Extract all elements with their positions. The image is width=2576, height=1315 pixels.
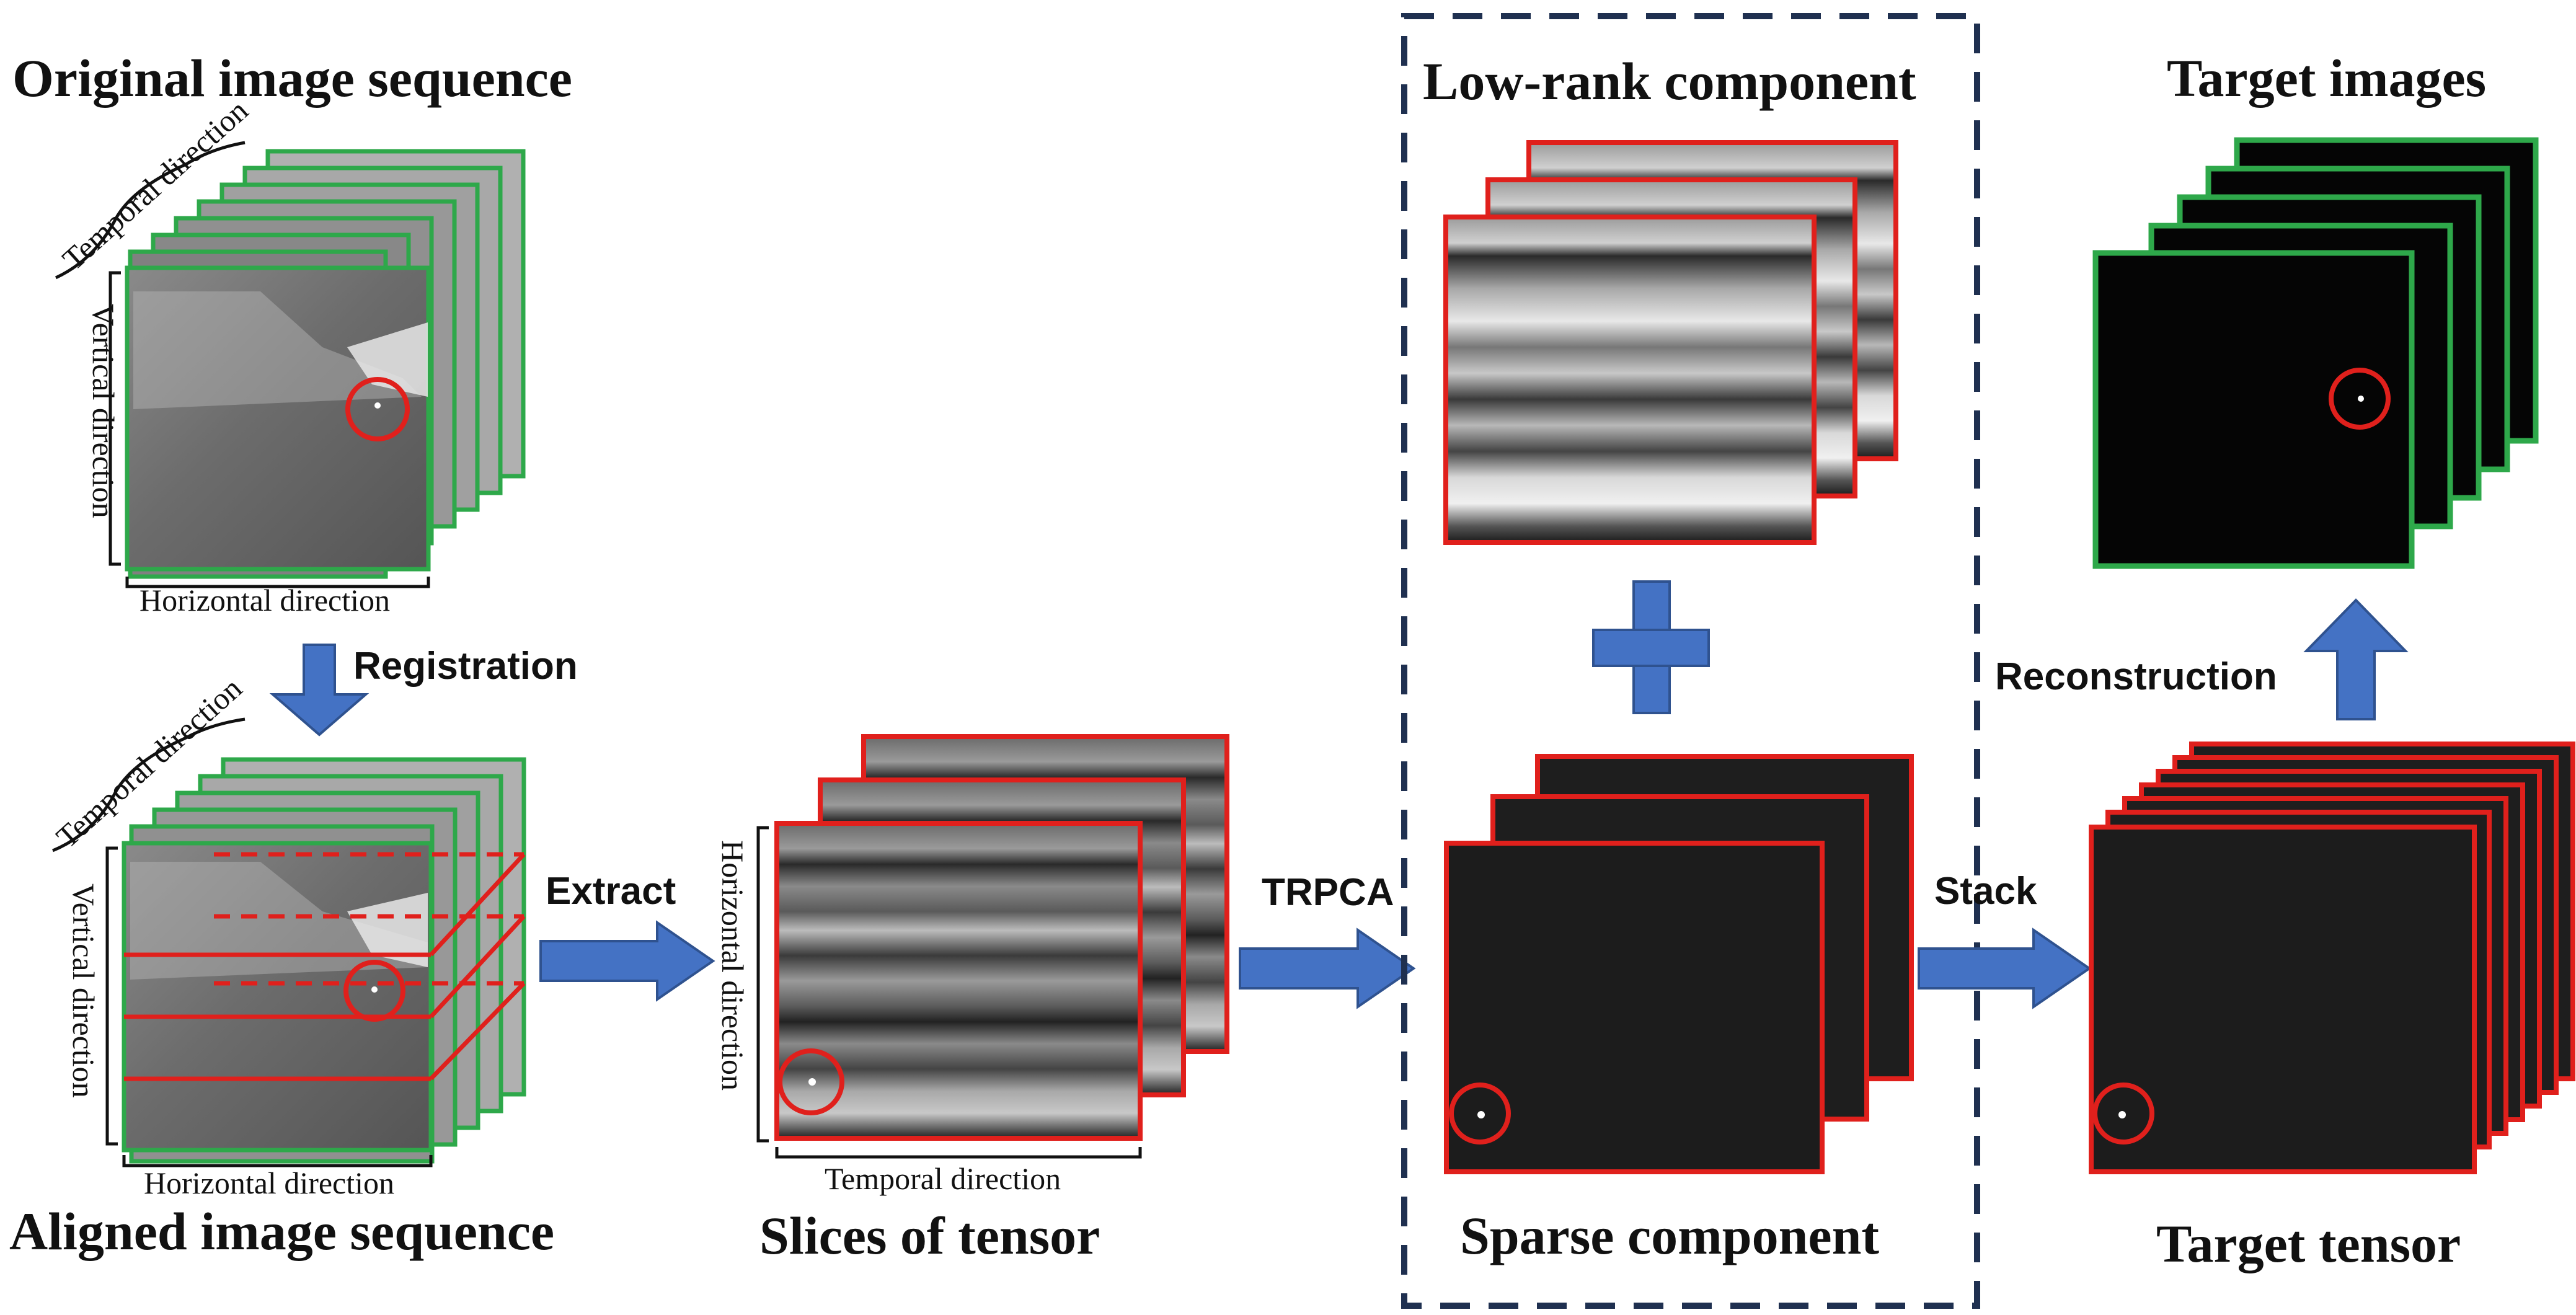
horizontal-axis-label: Horizontal direction <box>715 840 750 1091</box>
vertical-axis-label: Vertical direction <box>86 304 121 518</box>
vertical-axis-label: Vertical direction <box>66 883 101 1098</box>
decomposition-box <box>1401 13 1980 1309</box>
extract-arrow <box>539 920 715 1002</box>
low-rank-title: Low-rank component <box>1423 51 1916 111</box>
trpca-arrow <box>1239 928 1416 1009</box>
target-tensor-title: Target tensor <box>2156 1214 2461 1273</box>
stack-label: Stack <box>1934 870 2037 913</box>
low-rank-front <box>1443 215 1817 545</box>
original-image-stack <box>125 149 526 579</box>
horizontal-axis-label: Horizontal direction <box>144 1166 394 1200</box>
aligned-front-frame <box>122 841 433 1153</box>
aligned-image-stack <box>122 757 526 1164</box>
target-circle <box>2329 368 2391 430</box>
sparse-title: Sparse component <box>1460 1206 1879 1265</box>
target-circle <box>2092 1083 2154 1145</box>
registration-arrow <box>269 644 370 737</box>
sparse-front <box>1444 841 1825 1174</box>
aligned-sequence-title: Aligned image sequence <box>9 1202 554 1261</box>
target-images-title: Target images <box>2167 48 2486 108</box>
registration-label: Registration <box>353 645 578 688</box>
tensor-slice-front <box>774 821 1143 1141</box>
reconstruction-arrow <box>2303 598 2409 720</box>
target-tensor-stack <box>2089 742 2575 1174</box>
extract-label: Extract <box>546 870 676 913</box>
temporal-axis-label: Temporal direction <box>825 1161 1061 1196</box>
horizontal-axis-label: Horizontal direction <box>139 583 390 618</box>
sparse-stack <box>1444 754 1914 1174</box>
target-images-stack <box>2092 137 2539 569</box>
slices-axes: Horizontal direction Temporal direction <box>715 826 1142 1196</box>
original-sequence-title: Original image sequence <box>12 48 572 108</box>
target-circle <box>345 377 410 441</box>
target-circle <box>343 960 405 1022</box>
low-rank-stack <box>1443 140 1898 545</box>
slices-title: Slices of tensor <box>759 1206 1100 1265</box>
target-circle <box>1449 1083 1511 1145</box>
target-image-front <box>2092 250 2415 569</box>
plus-icon <box>1592 580 1710 714</box>
reconstruction-label: Reconstruction <box>1995 655 2277 698</box>
stack-arrow <box>1918 928 2092 1009</box>
target-circle <box>777 1048 844 1115</box>
tensor-slices-stack <box>774 734 1229 1141</box>
target-tensor-front <box>2089 825 2477 1174</box>
trpca-label: TRPCA <box>1262 871 1394 914</box>
original-front-frame <box>125 265 431 572</box>
